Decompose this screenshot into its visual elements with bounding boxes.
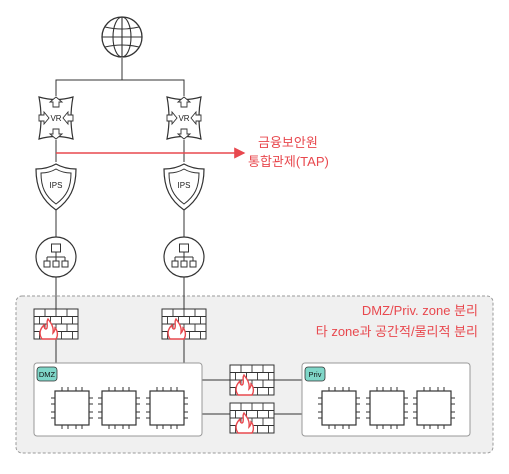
tap-label-line1: 금융보안원 <box>258 135 318 150</box>
dmz-zone-label: DMZ <box>39 370 56 379</box>
dmz-zone-tag <box>36 366 58 382</box>
ips-right-label: IPS <box>178 181 191 190</box>
priv-zone: Priv <box>301 362 471 437</box>
network-switch-right-icon <box>163 236 205 278</box>
priv-server-2-icon <box>365 386 409 430</box>
priv-server-1-icon <box>317 386 361 430</box>
tap-label-line2: 통합관제(TAP) <box>248 154 329 169</box>
priv-zone-label: Priv <box>309 370 322 379</box>
ips-left: IPS <box>35 163 77 211</box>
zone-note-line2: 타 zone과 공간적/물리적 분리 <box>316 324 478 339</box>
firewall-right-icon <box>161 308 207 340</box>
zone-note-line1: DMZ/Priv. zone 분리 <box>362 303 478 318</box>
ips-right: IPS <box>163 163 205 211</box>
priv-zone-tag <box>304 366 326 382</box>
network-switch-left-icon <box>35 236 77 278</box>
firewall-interzone-bottom-icon <box>229 402 275 434</box>
dmz-zone: DMZ <box>33 362 203 437</box>
router-left: VR <box>38 96 74 140</box>
dmz-server-3-icon <box>145 386 189 430</box>
firewall-left-icon <box>33 308 79 340</box>
router-right: VR <box>166 96 202 140</box>
ips-left-label: IPS <box>50 181 63 190</box>
firewall-interzone-top-icon <box>229 364 275 396</box>
internet-globe-icon <box>101 16 143 58</box>
router-left-label: VR <box>50 114 61 123</box>
dmz-server-2-icon <box>97 386 141 430</box>
router-right-label: VR <box>178 114 189 123</box>
dmz-server-1-icon <box>50 386 94 430</box>
priv-server-3-icon <box>412 386 456 430</box>
